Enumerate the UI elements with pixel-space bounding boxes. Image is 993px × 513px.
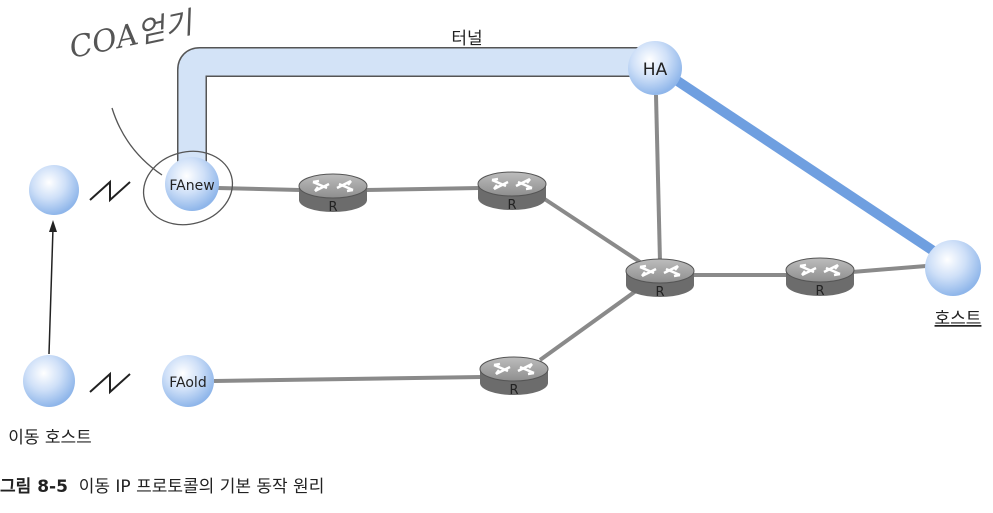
handwritten-annotation <box>111 107 234 226</box>
figure-number: 그림 8-5 <box>0 477 68 497</box>
ha-label: HA <box>643 60 668 80</box>
fanew-label: FAnew <box>169 178 214 194</box>
link-rright-host <box>851 264 927 274</box>
mobile-host-label: 이동 호스트 <box>8 428 92 448</box>
mobile-host-old-node <box>23 355 75 407</box>
movement-arrow <box>48 220 57 355</box>
link-rcenter-rbottom <box>538 286 642 362</box>
link-rbottom-faold <box>213 375 483 383</box>
wireless-link-icon <box>89 179 131 203</box>
handwritten-note: COA얻기 <box>66 5 197 66</box>
router-label: R <box>507 198 516 213</box>
figure-title: 이동 IP 프로토콜의 기본 동작 원리 <box>78 477 325 497</box>
link-fanew-r1 <box>217 186 301 192</box>
wireless-link-icon <box>89 371 131 395</box>
link-r1-r2 <box>365 186 481 192</box>
fanew-node <box>165 157 219 211</box>
link-ha-rcenter <box>654 94 662 263</box>
tunnel-label: 터널 <box>451 29 482 49</box>
router-label: R <box>328 200 337 215</box>
faold-label: FAold <box>169 375 206 391</box>
router-label: R <box>815 284 824 299</box>
host-node <box>925 240 981 296</box>
figure-caption: 그림 8-5 이동 IP 프로토콜의 기본 동작 원리 <box>0 472 324 497</box>
link-r2-rcenter <box>538 194 642 264</box>
ha-host-link <box>673 75 938 257</box>
ha-node <box>628 41 682 95</box>
router-label: R <box>655 285 664 300</box>
mobile-host-new-node <box>29 165 79 215</box>
host-label: 호스트 <box>935 309 982 329</box>
tunnel <box>177 47 640 165</box>
network-links <box>213 94 927 383</box>
faold-node <box>162 355 214 407</box>
router-label: R <box>509 383 518 398</box>
